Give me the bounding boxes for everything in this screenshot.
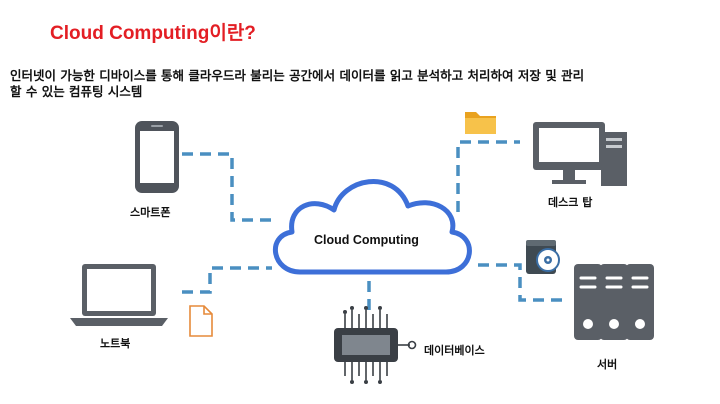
connector-smartphone	[182, 152, 272, 222]
cloud-label: Cloud Computing	[314, 233, 419, 247]
connectors	[182, 140, 562, 312]
disc-icon	[526, 240, 560, 274]
page-title: Cloud Computing이란?	[50, 23, 256, 44]
connector-desktop	[456, 140, 520, 212]
server-label: 서버	[597, 358, 618, 371]
smartphone-label: 스마트폰	[130, 206, 171, 219]
file-icon	[189, 305, 213, 337]
chip-icon	[334, 306, 417, 384]
cloud-shape	[273, 179, 472, 275]
laptop-icon	[70, 264, 168, 326]
description-line-2: 할 수 있는 컴퓨팅 시스템	[10, 84, 143, 99]
connector-server	[478, 263, 562, 302]
smartphone-icon	[135, 121, 179, 193]
server-icon	[574, 264, 654, 340]
description: 인터넷이 가능한 디바이스를 통해 클라우드라 불리는 공간에서 데이터를 읽고…	[10, 68, 710, 100]
description-line-1: 인터넷이 가능한 디바이스를 통해 클라우드라 불리는 공간에서 데이터를 읽고…	[10, 68, 585, 83]
database-label: 데이터베이스	[424, 344, 485, 357]
folder-icon	[465, 112, 496, 134]
connector-laptop	[182, 266, 272, 294]
desktop-icon	[533, 122, 627, 186]
laptop-label: 노트북	[100, 337, 131, 350]
desktop-label: 데스크 탑	[548, 196, 593, 209]
